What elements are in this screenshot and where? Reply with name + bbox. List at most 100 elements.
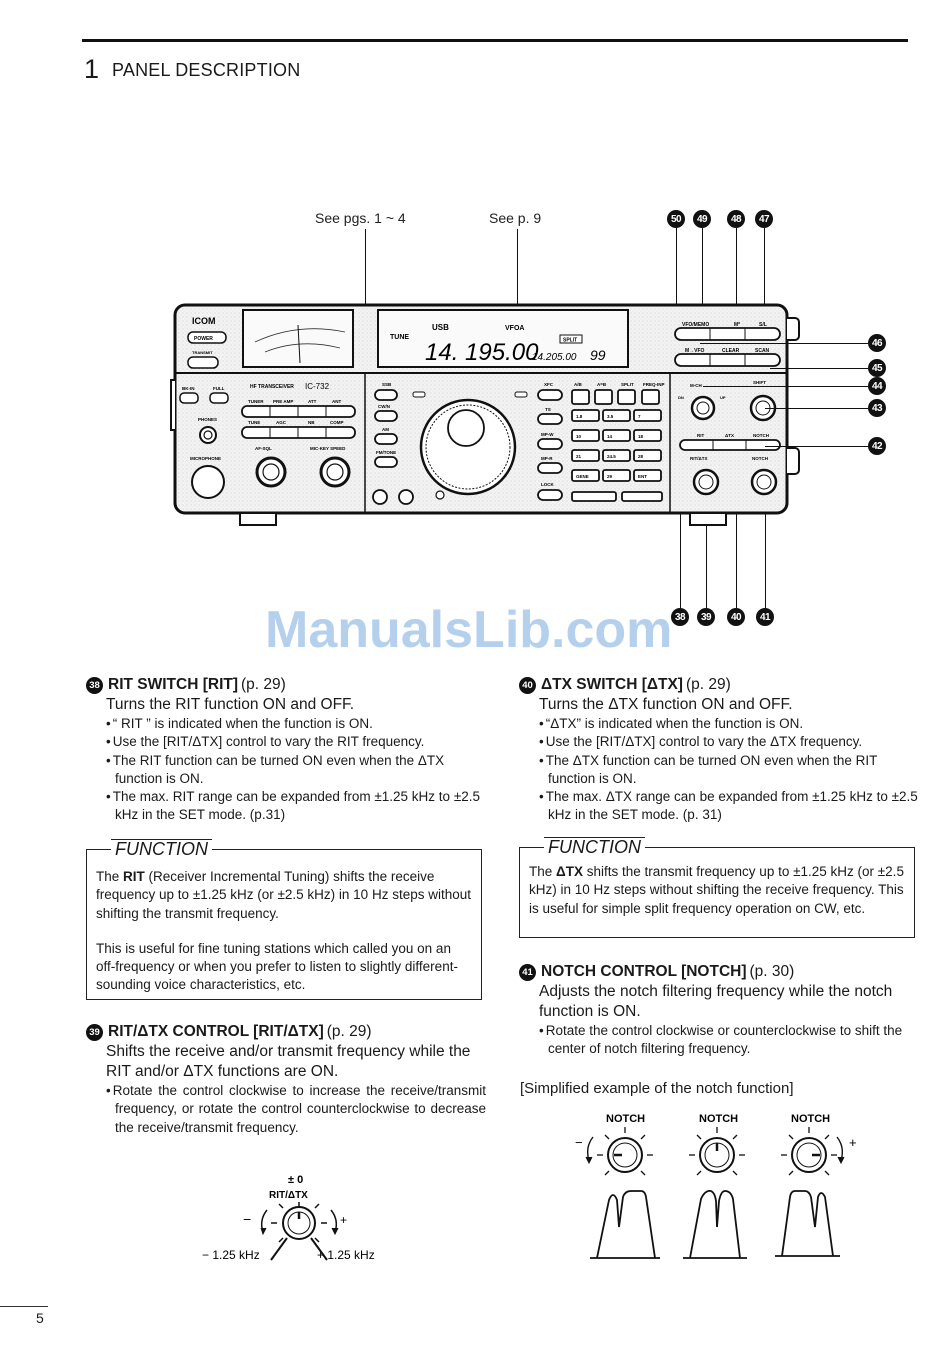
callout-badge-48: 48: [727, 210, 745, 228]
leader-line: [736, 228, 737, 332]
display-main-frequency: 14. 195.00: [425, 339, 539, 366]
footer-rule: [0, 1306, 48, 1307]
brand-logo: ICOM: [192, 316, 216, 326]
page-reference: (p. 29): [241, 676, 286, 693]
section-38-rit-switch: 38 RIT SWITCH [RIT] (p. 29) Turns the RI…: [86, 676, 486, 825]
svg-text:LOCK: LOCK: [541, 482, 554, 487]
section-40-dtx-switch: 40 ΔTX SWITCH [ΔTX] (p. 29) Turns the ΔT…: [519, 676, 919, 825]
leader-line: [706, 482, 707, 608]
svg-text:ATT: ATT: [308, 399, 317, 404]
bullet-item: Rotate the control clockwise or counterc…: [539, 1022, 919, 1059]
callout-badge-45: 45: [868, 359, 886, 377]
bullet-item: The max. ΔTX range can be expanded from …: [539, 788, 919, 825]
svg-text:MP-W: MP-W: [541, 432, 554, 437]
svg-text:NOTCH: NOTCH: [791, 1113, 830, 1125]
keypad-key-label: 28: [638, 454, 644, 459]
svg-text:XFC: XFC: [544, 382, 554, 387]
watermark: ManualsLib.com: [265, 601, 673, 659]
notch-function-diagram: NOTCH − NOTCH NOTCH: [575, 1113, 857, 1259]
page-reference: (p. 29): [326, 1023, 372, 1040]
svg-text:SHIFT: SHIFT: [753, 380, 766, 385]
section-heading: 38 RIT SWITCH [RIT] (p. 29): [86, 676, 486, 694]
keypad-key: [571, 449, 600, 462]
callout-badge-39: 39: [697, 608, 715, 626]
keypad-key-label: 3.5: [607, 414, 614, 419]
svg-text:TUNER: TUNER: [248, 399, 264, 404]
page-number: 5: [36, 1310, 44, 1326]
keypad-key-label: 14: [607, 434, 613, 439]
bullet-item: Use the [RIT/ΔTX] control to vary the RI…: [106, 733, 486, 751]
knob-icon: [271, 1202, 327, 1243]
svg-text:TUNE: TUNE: [248, 420, 260, 425]
keypad-key-label: 21: [576, 454, 582, 459]
svg-text:ANT: ANT: [332, 399, 341, 404]
leader-line: [736, 440, 737, 608]
keypad-key: [633, 409, 662, 422]
section-heading: 39 RIT/ΔTX CONTROL [RIT/ΔTX] (p. 29): [86, 1023, 486, 1041]
leader-line: [765, 446, 868, 447]
keypad-key-label: 1.8: [576, 414, 583, 419]
section-lead: Adjusts the notch filtering frequency wh…: [539, 983, 893, 1020]
function-box-rit: FUNCTION The RIT (Receiver Incremental T…: [86, 839, 482, 1000]
display-split: SPLIT: [563, 338, 577, 344]
svg-text:AM: AM: [382, 427, 389, 432]
svg-text:PRE AMP: PRE AMP: [273, 399, 293, 404]
svg-text:TRANSMIT: TRANSMIT: [192, 350, 213, 355]
section-title: ΔTX SWITCH [ΔTX]: [541, 676, 683, 693]
svg-text:DN: DN: [678, 395, 684, 400]
leader-line: [765, 408, 868, 409]
knob-center-label: ± 0: [288, 1174, 303, 1186]
top-rule: [82, 39, 908, 42]
bullet-item: Use the [RIT/ΔTX] control to vary the ΔT…: [539, 733, 919, 751]
display-sub-frequency: 14.205.00: [532, 352, 577, 363]
keypad-key: [571, 409, 600, 422]
page-reference: (p. 30): [749, 963, 795, 980]
svg-text:FREQ-INP: FREQ-INP: [643, 382, 665, 387]
keypad-key: [602, 429, 631, 442]
svg-text:NOTCH: NOTCH: [699, 1113, 738, 1125]
section-title: RIT SWITCH [RIT]: [108, 676, 239, 693]
bullet-list: Rotate the control clockwise to increase…: [106, 1082, 486, 1137]
leader-line: [700, 343, 868, 344]
section-title: NOTCH CONTROL [NOTCH]: [541, 963, 747, 980]
section-41-notch-control: 41 NOTCH CONTROL [NOTCH] (p. 30) Adjusts…: [519, 963, 919, 1059]
item-number-badge: 38: [86, 676, 103, 694]
svg-text:TS: TS: [545, 407, 551, 412]
item-number-badge: 40: [519, 676, 536, 694]
bullet-item: “ΔTX” is indicated when the function is …: [539, 715, 919, 733]
chapter-number: 1: [84, 54, 100, 84]
callout-badge-42: 42: [868, 437, 886, 455]
function-title: FUNCTION: [544, 837, 645, 857]
function-title: FUNCTION: [111, 839, 212, 859]
keypad-key-label: 29: [607, 474, 613, 479]
section-lead: Shifts the receive and/or transmit frequ…: [106, 1043, 471, 1080]
notch-diagram-caption: [Simplified example of the notch functio…: [520, 1080, 794, 1097]
bullet-list: “ RIT ” is indicated when the function i…: [106, 715, 486, 825]
knob-label: RIT/ΔTX: [269, 1190, 308, 1201]
svg-text:S/L: S/L: [759, 322, 767, 328]
svg-text:POWER: POWER: [194, 336, 213, 342]
item-number-badge: 39: [86, 1023, 103, 1041]
svg-text:PHONES: PHONES: [198, 417, 217, 422]
section-title: RIT/ΔTX CONTROL [RIT/ΔTX]: [108, 1023, 324, 1040]
keypad-key-label: GENE: [576, 474, 589, 479]
svg-text:HF TRANSCEIVER: HF TRANSCEIVER: [250, 384, 294, 390]
callout-badge-47: 47: [755, 210, 773, 228]
svg-text:−: −: [575, 1135, 583, 1150]
keypad-key-label: 7: [638, 414, 641, 419]
bullet-item: Rotate the control clockwise to increase…: [106, 1082, 486, 1137]
svg-text:VFO/MEMO: VFO/MEMO: [682, 322, 709, 328]
svg-text:AF-SQL: AF-SQL: [255, 446, 272, 451]
section-lead: Turns the ΔTX function ON and OFF.: [539, 696, 793, 713]
callout-see-p9: See p. 9: [489, 210, 542, 226]
keypad-key: [633, 429, 662, 442]
rit-dtx-knob-diagram: ± 0 RIT/ΔTX − + − 1.25 kHz + 1.25 kHz: [202, 1174, 375, 1262]
keypad-key: [571, 429, 600, 442]
svg-text:CW/N: CW/N: [378, 404, 390, 409]
svg-text:−: −: [243, 1211, 251, 1227]
model-name: IC-732: [305, 382, 330, 391]
svg-text:MP-R: MP-R: [541, 456, 553, 461]
function-paragraph: This is useful for fine tuning stations …: [96, 940, 458, 993]
svg-text:M→VFO: M→VFO: [685, 348, 705, 354]
svg-text:NOTCH: NOTCH: [752, 456, 768, 461]
